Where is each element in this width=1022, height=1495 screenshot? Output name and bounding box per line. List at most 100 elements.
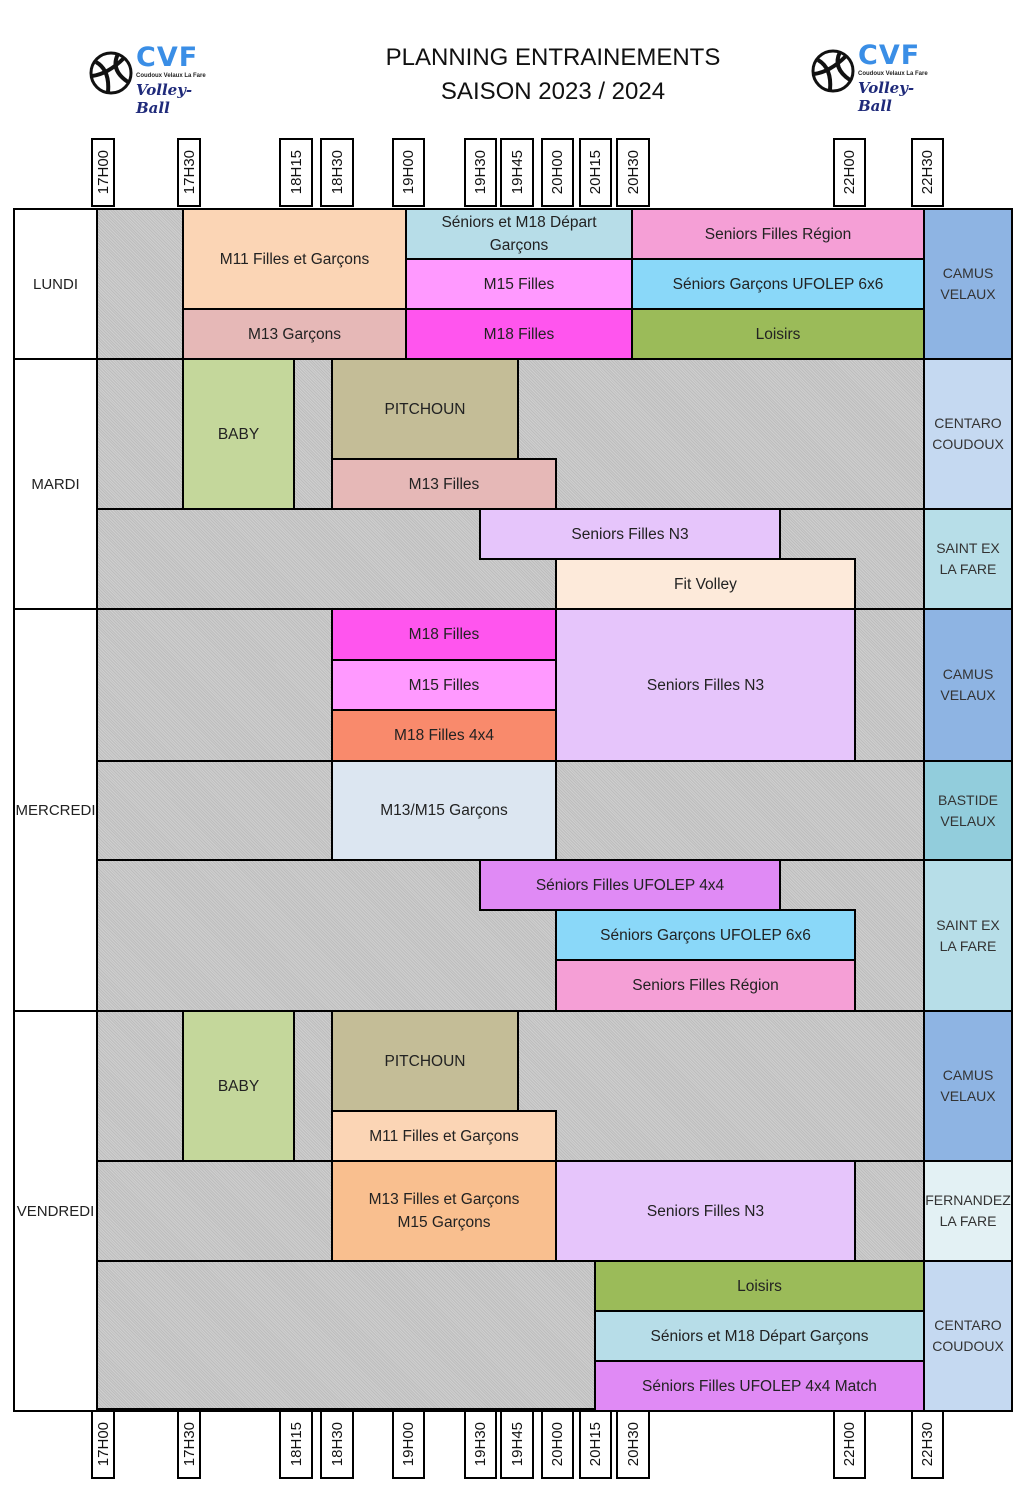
- day-label: VENDREDI: [13, 1010, 98, 1412]
- logo-subtitle: Coudoux Velaux La Fare: [136, 73, 206, 79]
- time-label-bottom: 20H15: [579, 1410, 612, 1479]
- time-label-top: 19H45: [500, 138, 534, 207]
- day-label: LUNDI: [13, 208, 98, 360]
- time-label-bottom: 20H30: [616, 1410, 650, 1479]
- venue-label: CENTARO COUDOUX: [923, 358, 1013, 510]
- session-block: PITCHOUN: [331, 1010, 519, 1112]
- time-label-top: 19H00: [392, 138, 425, 207]
- session-block: M15 Filles: [331, 659, 557, 711]
- time-label-text: 17H00: [94, 150, 112, 195]
- venue-label: BASTIDE VELAUX: [923, 760, 1013, 861]
- venue-label: CAMUS VELAUX: [923, 208, 1013, 360]
- session-block: Séniors et M18 Départ Garçons: [594, 1310, 925, 1362]
- session-block: Seniors Filles Région: [555, 959, 856, 1012]
- time-label-top: 18H30: [320, 138, 354, 207]
- session-block: Séniors Garçons UFOLEP 6x6: [555, 909, 856, 961]
- time-label-bottom: 17H00: [91, 1410, 115, 1479]
- logo-tagline: Volley-Ball: [858, 79, 915, 115]
- time-label-text: 19H45: [508, 150, 526, 195]
- logo-name: CVF: [136, 42, 199, 73]
- time-label-text: 20H30: [624, 1422, 642, 1467]
- time-label-text: 19H30: [472, 150, 489, 195]
- time-label-top: 20H15: [579, 138, 612, 207]
- venue-label: SAINT EX LA FARE: [923, 859, 1013, 1012]
- time-label-text: 22H30: [919, 1422, 936, 1467]
- time-label-bottom: 18H30: [320, 1410, 354, 1479]
- time-label-text: 19H00: [400, 150, 417, 195]
- session-block: Seniors Filles N3: [555, 1160, 856, 1262]
- session-block: M18 Filles: [405, 308, 633, 360]
- time-label-bottom: 22H00: [833, 1410, 866, 1479]
- time-label-top: 17H30: [177, 138, 201, 207]
- time-label-text: 19H45: [508, 1422, 526, 1467]
- session-block: M13 Filles: [331, 458, 557, 510]
- page-subtitle: SAISON 2023 / 2024: [440, 78, 666, 105]
- day-label: MARDI: [13, 358, 98, 610]
- time-label-top: 20H30: [616, 138, 650, 207]
- time-label-top: 18H15: [279, 138, 313, 207]
- time-label-text: 22H00: [841, 150, 858, 195]
- volleyball-icon: [89, 51, 133, 95]
- day-label: MERCREDI: [13, 608, 98, 1012]
- club-logo-left: CVF Coudoux Velaux La Fare Volley-Ball: [84, 42, 224, 117]
- session-block: Fit Volley: [555, 558, 856, 610]
- logo-name: CVF: [858, 40, 921, 71]
- page-title: PLANNING ENTRAINEMENTS: [385, 44, 721, 71]
- time-label-top: 20H00: [541, 138, 574, 207]
- time-label-bottom: 20H00: [541, 1410, 574, 1479]
- time-label-top: 22H00: [833, 138, 866, 207]
- time-label-top: 19H30: [464, 138, 497, 207]
- session-block: Séniors Filles UFOLEP 4x4: [479, 859, 781, 911]
- volleyball-icon: [811, 49, 855, 93]
- venue-label: SAINT EX LA FARE: [923, 508, 1013, 610]
- time-label-text: 18H30: [328, 1422, 346, 1467]
- session-block: M11 Filles et Garçons: [182, 208, 407, 310]
- time-label-bottom: 18H15: [279, 1410, 313, 1479]
- venue-label: CAMUS VELAUX: [923, 1010, 1013, 1162]
- time-label-text: 20H30: [624, 150, 642, 195]
- session-block: BABY: [182, 358, 295, 510]
- time-label-text: 22H00: [841, 1422, 858, 1467]
- session-block: Seniors Filles N3: [479, 508, 781, 560]
- venue-label: CENTARO COUDOUX: [923, 1260, 1013, 1412]
- session-block: Séniors Filles UFOLEP 4x4 Match: [594, 1360, 925, 1412]
- time-label-text: 20H00: [549, 150, 566, 195]
- time-label-text: 18H15: [287, 150, 305, 195]
- time-label-text: 20H15: [587, 150, 604, 195]
- time-label-text: 18H15: [287, 1422, 305, 1467]
- time-label-text: 22H30: [919, 150, 936, 195]
- time-label-bottom: 19H00: [392, 1410, 425, 1479]
- session-block: BABY: [182, 1010, 295, 1162]
- time-label-text: 17H00: [94, 1422, 112, 1467]
- time-label-text: 20H00: [549, 1422, 566, 1467]
- time-label-bottom: 19H45: [500, 1410, 534, 1479]
- logo-tagline: Volley-Ball: [136, 81, 193, 117]
- time-label-bottom: 17H30: [177, 1410, 201, 1479]
- session-block: M18 Filles 4x4: [331, 709, 557, 762]
- session-block: M18 Filles: [331, 608, 557, 661]
- time-label-text: 20H15: [587, 1422, 604, 1467]
- session-block: PITCHOUN: [331, 358, 519, 460]
- time-label-text: 17H30: [180, 1422, 198, 1467]
- time-label-text: 17H30: [180, 150, 198, 195]
- time-label-top: 17H00: [91, 138, 115, 207]
- time-label-text: 19H00: [400, 1422, 417, 1467]
- venue-label: CAMUS VELAUX: [923, 608, 1013, 762]
- session-block: M11 Filles et Garçons: [331, 1110, 557, 1162]
- session-block: M15 Filles: [405, 258, 633, 310]
- time-label-bottom: 19H30: [464, 1410, 497, 1479]
- session-block: Séniors et M18 Départ Garçons: [405, 208, 633, 260]
- time-label-text: 19H30: [472, 1422, 489, 1467]
- time-label-text: 18H30: [328, 150, 346, 195]
- session-block: M13 Garçons: [182, 308, 407, 360]
- club-logo-right: CVF Coudoux Velaux La Fare Volley-Ball: [806, 40, 946, 115]
- logo-subtitle: Coudoux Velaux La Fare: [858, 71, 928, 77]
- session-block: M13/M15 Garçons: [331, 760, 557, 861]
- session-block: Loisirs: [594, 1260, 925, 1312]
- time-label-top: 22H30: [911, 138, 944, 207]
- session-block: Loisirs: [631, 308, 925, 360]
- time-label-bottom: 22H30: [911, 1410, 944, 1479]
- session-block: Seniors Filles N3: [555, 608, 856, 762]
- session-block: Séniors Garçons UFOLEP 6x6: [631, 258, 925, 310]
